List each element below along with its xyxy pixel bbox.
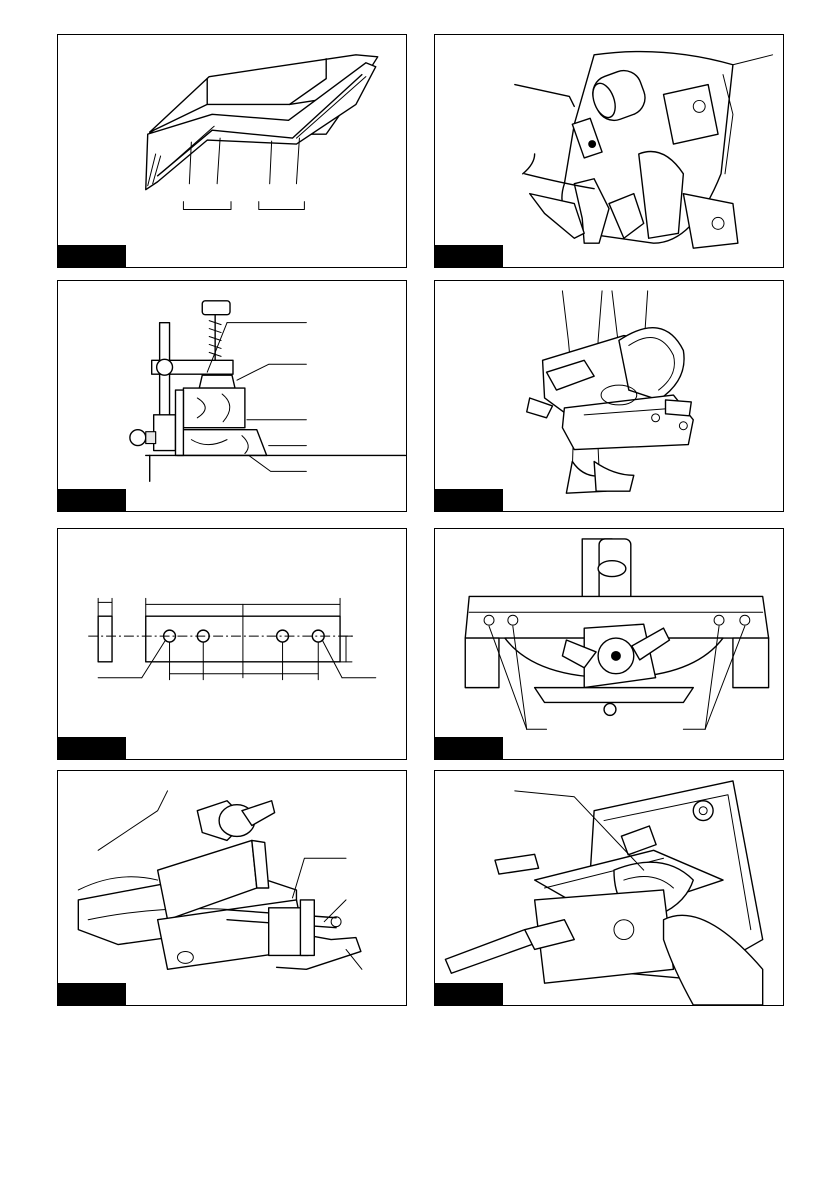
- figure-panel-sub-fence-screws: [434, 528, 784, 760]
- vise-drawing: [58, 281, 406, 511]
- figure-number-tab: [58, 489, 126, 511]
- figure-panel-lever: [434, 34, 784, 268]
- holder-assembly-drawing: [58, 771, 406, 1005]
- figure-panel-cutting: [434, 770, 784, 1006]
- figure-number-tab: [58, 245, 126, 267]
- figure-number-tab: [435, 489, 503, 511]
- lever-drawing: [435, 35, 783, 267]
- carrying-drawing: [435, 281, 783, 511]
- figure-number-tab: [58, 983, 126, 1005]
- figure-number-tab: [58, 737, 126, 759]
- figure-panel-holder-assembly: [57, 770, 407, 1006]
- figure-number-tab: [435, 245, 503, 267]
- crown-molding-drawing: [58, 35, 406, 267]
- figure-panel-vise: [57, 280, 407, 512]
- figure-number-tab: [435, 983, 503, 1005]
- figure-panel-crown-molding: [57, 34, 407, 268]
- figure-panel-sub-fence-holes: [57, 528, 407, 760]
- figure-panel-carrying: [434, 280, 784, 512]
- sub-fence-screws-drawing: [435, 529, 783, 759]
- sub-fence-dimension-drawing: [58, 529, 406, 759]
- cutting-drawing: [435, 771, 783, 1005]
- figure-number-tab: [435, 737, 503, 759]
